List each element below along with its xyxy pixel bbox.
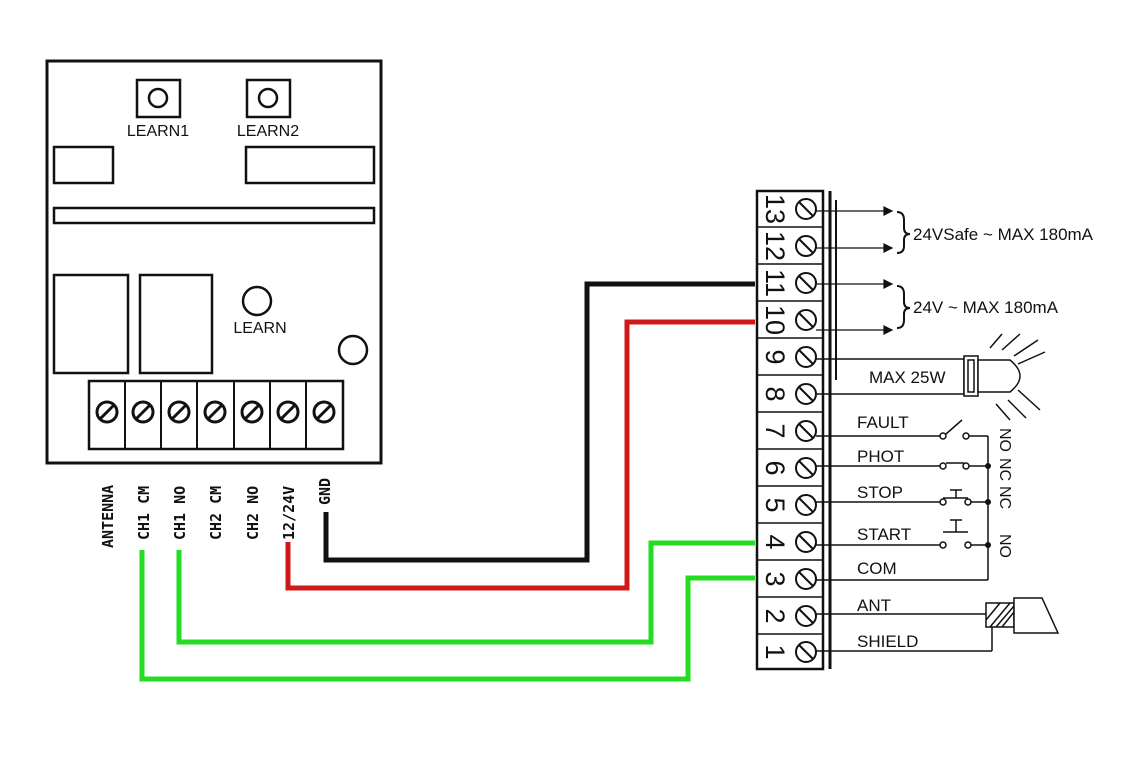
terminal-number-13: 13 <box>760 194 790 224</box>
contact-type-stop: NC <box>996 486 1013 509</box>
label-shield: SHIELD <box>857 632 918 651</box>
screw-6 <box>795 457 817 479</box>
label-max-25w: MAX 25W <box>869 368 946 387</box>
screw-13 <box>795 198 817 220</box>
screw-antenna <box>95 400 119 424</box>
bus-junctions <box>985 463 991 548</box>
terminal-number-10: 10 <box>760 305 790 335</box>
power-outputs <box>816 206 911 335</box>
antenna-connector <box>816 597 1060 652</box>
learn-button <box>241 285 273 317</box>
label-stop: STOP <box>857 483 903 502</box>
screw-ch1-no <box>167 400 191 424</box>
terminal-number-7: 7 <box>760 423 790 438</box>
label-phot: PHOT <box>857 447 904 466</box>
relay-1 <box>52 273 130 375</box>
terminal-number-9: 9 <box>760 349 790 364</box>
label-ant: ANT <box>857 596 891 615</box>
label-antenna: ANTENNA <box>99 485 117 548</box>
relay-2 <box>138 273 214 375</box>
learn1-label: LEARN1 <box>127 123 189 140</box>
screw-5 <box>795 494 817 516</box>
screw-9 <box>795 346 817 368</box>
receiver-board: LEARN1 LEARN2 LEARN <box>45 59 383 548</box>
learn-label: LEARN <box>233 320 286 337</box>
contact-type-start: NO <box>996 534 1013 558</box>
label-ch1-cm: CH1 CM <box>135 486 153 540</box>
terminal-number-3: 3 <box>760 571 790 586</box>
screw-4 <box>795 531 817 553</box>
learn2-button-knob <box>257 87 279 109</box>
label-ch2-cm: CH2 CM <box>207 486 225 540</box>
terminal-number-5: 5 <box>760 497 790 512</box>
label-gnd: GND <box>316 478 334 505</box>
label-12-24v: 12/24V <box>280 486 298 540</box>
brace-24v <box>896 285 911 329</box>
component-block-left <box>52 145 115 185</box>
lamp-rays <box>989 333 1046 421</box>
terminal-number-8: 8 <box>760 386 790 401</box>
flashing-lamp <box>816 333 1046 421</box>
screw-1 <box>795 641 817 663</box>
screw-11 <box>795 272 817 294</box>
wire-green-ch1-cm <box>139 550 755 682</box>
label-24v: 24V ~ MAX 180mA <box>913 298 1059 317</box>
label-start: START <box>857 525 911 544</box>
wire-black-gnd <box>323 281 755 563</box>
screw-ch2-cm <box>203 400 227 424</box>
terminal-number-4: 4 <box>760 534 790 549</box>
controller-terminal-strip: 13 12 11 10 9 8 7 6 5 4 3 2 1 <box>755 189 837 671</box>
screw-8 <box>795 383 817 405</box>
screw-2 <box>795 605 817 627</box>
led-indicator <box>337 334 369 366</box>
screw-ch2-no <box>240 400 264 424</box>
screw-12-24v <box>276 400 300 424</box>
learn2-label: LEARN2 <box>237 123 299 140</box>
terminal-number-1: 1 <box>760 644 790 659</box>
wire-green-ch1-no <box>176 540 755 645</box>
terminal-number-2: 2 <box>760 608 790 623</box>
wires <box>139 281 755 682</box>
label-ch1-no: CH1 NO <box>171 486 189 540</box>
component-block-right <box>244 145 376 185</box>
contact-type-fault: NO <box>996 428 1013 452</box>
screw-gnd <box>312 400 336 424</box>
label-fault: FAULT <box>857 413 909 432</box>
terminal-number-12: 12 <box>760 231 790 261</box>
input-contacts <box>816 419 989 581</box>
label-ch2-no: CH2 NO <box>244 486 262 540</box>
wire-red-12-24v <box>285 319 755 591</box>
label-com: COM <box>857 559 897 578</box>
contact-type-phot: NC <box>996 458 1013 481</box>
brace-24v-safe <box>896 211 911 254</box>
label-24v-safe: 24VSafe ~ MAX 180mA <box>913 225 1094 244</box>
component-strip <box>52 206 376 225</box>
terminal-number-11: 11 <box>760 269 790 297</box>
screw-10 <box>795 309 817 331</box>
screw-3 <box>795 568 817 590</box>
terminal-number-6: 6 <box>760 460 790 475</box>
screw-ch1-cm <box>131 400 155 424</box>
learn1-button-knob <box>147 87 169 109</box>
screw-7 <box>795 420 817 442</box>
screw-12 <box>795 235 817 257</box>
receiver-terminal-block <box>87 379 345 451</box>
